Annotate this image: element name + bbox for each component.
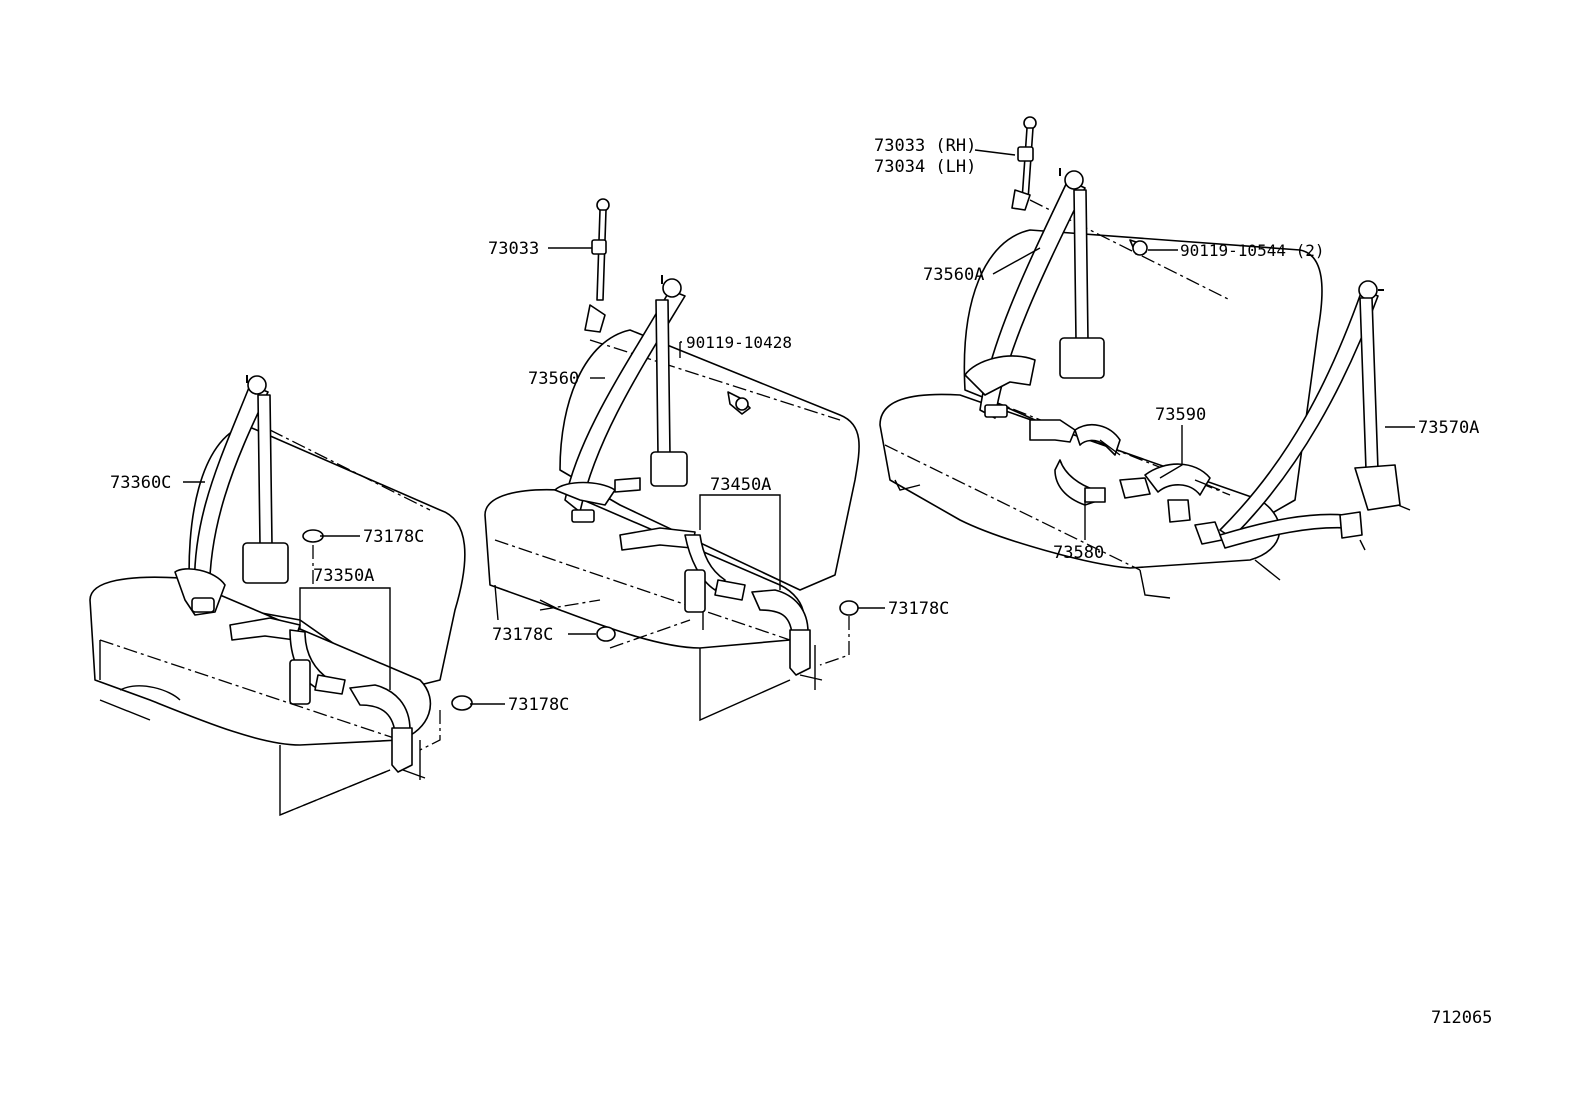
label-90119-10544: 90119-10544 (2)	[1180, 241, 1325, 260]
label-73560: 73560	[528, 369, 579, 389]
label-73178c-seat2-left: 73178C	[492, 625, 553, 645]
label-73560a: 73560A	[923, 265, 984, 285]
label-73178c-seat1-bottom: 73178C	[508, 695, 569, 715]
seat-1-illustration	[89, 375, 473, 817]
label-73350a: 73350A	[313, 566, 374, 586]
label-73033-rh: 73033 (RH)	[874, 136, 976, 156]
label-73450a: 73450A	[710, 475, 771, 495]
seat-2-leaders	[548, 247, 885, 666]
label-73178c-seat2-right: 73178C	[888, 599, 949, 619]
label-73178c-seat1-top: 73178C	[363, 527, 424, 547]
seat-1-leaders	[183, 481, 505, 751]
label-90119-10428: 90119-10428	[686, 333, 792, 352]
label-73590: 73590	[1155, 405, 1206, 425]
figure-id: 712065	[1431, 1008, 1492, 1028]
label-73570a: 73570A	[1418, 418, 1479, 438]
seat-3-leaders	[974, 149, 1415, 540]
label-73580: 73580	[1053, 543, 1104, 563]
label-73033: 73033	[488, 239, 539, 259]
seat-3-illustration	[879, 116, 1411, 599]
label-73360c: 73360C	[110, 473, 171, 493]
label-73034-lh: 73034 (LH)	[874, 157, 976, 177]
seat-2-illustration	[484, 198, 860, 722]
